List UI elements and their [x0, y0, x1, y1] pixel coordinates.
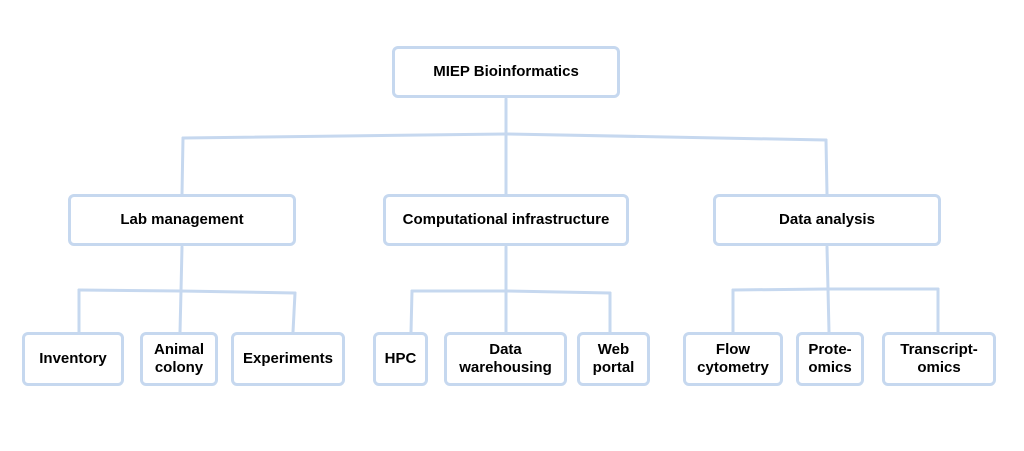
- root-node-label: MIEP Bioinformatics: [433, 63, 579, 81]
- leaf-proteomics-box: Prote- omics: [796, 332, 864, 386]
- connector-lab-bar: [77, 288, 297, 295]
- branch-lab-management-box: Lab management: [68, 194, 296, 246]
- leaf-data-warehousing-box: Data warehousing: [444, 332, 567, 386]
- leaf-transcriptomics-line-1: Transcript-: [900, 341, 978, 358]
- connector-to-data-analysis: [824, 138, 829, 196]
- leaf-inventory-label: Inventory: [39, 350, 107, 368]
- branch-computational-infrastructure-box: Computational infrastructure: [383, 194, 629, 246]
- branch-lab-management-label: Lab management: [120, 211, 243, 229]
- connector-lab-stem: [179, 245, 184, 293]
- leaf-animal-colony-label: Animal colony: [154, 341, 204, 377]
- leaf-inventory-line: Inventory: [39, 350, 107, 367]
- connector-to-experiments: [291, 291, 297, 334]
- leaf-transcriptomics-box: Transcript- omics: [882, 332, 996, 386]
- leaf-hpc-label: HPC: [385, 350, 417, 368]
- connector-to-animal-colony: [178, 289, 183, 334]
- leaf-inventory-box: Inventory: [22, 332, 124, 386]
- leaf-transcriptomics-label: Transcript- omics: [900, 341, 978, 377]
- connector-to-hpc: [409, 289, 414, 334]
- leaf-experiments-label: Experiments: [243, 350, 333, 368]
- leaf-web-portal-box: Web portal: [577, 332, 650, 386]
- leaf-hpc-line: HPC: [384, 350, 417, 367]
- leaf-hpc-box: HPC: [373, 332, 428, 386]
- leaf-experiments-box: Experiments: [231, 332, 345, 386]
- connector-comp-bar: [410, 289, 612, 295]
- branch-lab-management-line: Lab management: [120, 211, 244, 228]
- leaf-animal-colony-line-2: colony: [154, 359, 204, 376]
- leaf-transcriptomics-line-2: omics: [917, 359, 961, 376]
- leaf-animal-colony-box: Animal colony: [140, 332, 218, 386]
- leaf-web-portal-line-1: Web: [597, 341, 630, 358]
- leaf-proteomics-line-1: Prote-: [808, 341, 852, 358]
- branch-data-analysis-label: Data analysis: [779, 211, 875, 229]
- leaf-animal-colony-line-1: Animal: [153, 341, 204, 358]
- leaf-web-portal-label: Web portal: [593, 341, 635, 377]
- leaf-flow-cytometry-line-2: cytometry: [697, 359, 769, 376]
- leaf-web-portal-line-2: portal: [592, 359, 635, 376]
- branch-data-analysis-line: Data analysis: [779, 211, 875, 228]
- root-node-line: MIEP Bioinformatics: [433, 63, 579, 80]
- connector-analysis-bar: [731, 287, 940, 292]
- leaf-data-warehousing-line-2: warehousing: [459, 359, 552, 376]
- branch-computational-infrastructure-label: Computational infrastructure: [403, 211, 610, 229]
- leaf-experiments-line: Experiments: [242, 350, 334, 367]
- leaf-flow-cytometry-line-1: Flow: [715, 341, 751, 358]
- leaf-data-warehousing-line-1: Data: [489, 341, 522, 358]
- branch-data-analysis-box: Data analysis: [713, 194, 941, 246]
- leaf-flow-cytometry-box: Flow cytometry: [683, 332, 783, 386]
- leaf-flow-cytometry-label: Flow cytometry: [697, 341, 769, 377]
- connector-to-proteomics: [826, 287, 831, 334]
- connector-analysis-stem: [825, 245, 830, 291]
- branch-computational-infrastructure-line: Computational infrastructure: [402, 211, 610, 228]
- leaf-proteomics-label: Prote- omics: [808, 341, 851, 377]
- leaf-data-warehousing-label: Data warehousing: [459, 341, 552, 377]
- leaf-proteomics-line-2: omics: [808, 359, 852, 376]
- connector-to-lab-management: [180, 136, 185, 196]
- root-node-box: MIEP Bioinformatics: [392, 46, 620, 98]
